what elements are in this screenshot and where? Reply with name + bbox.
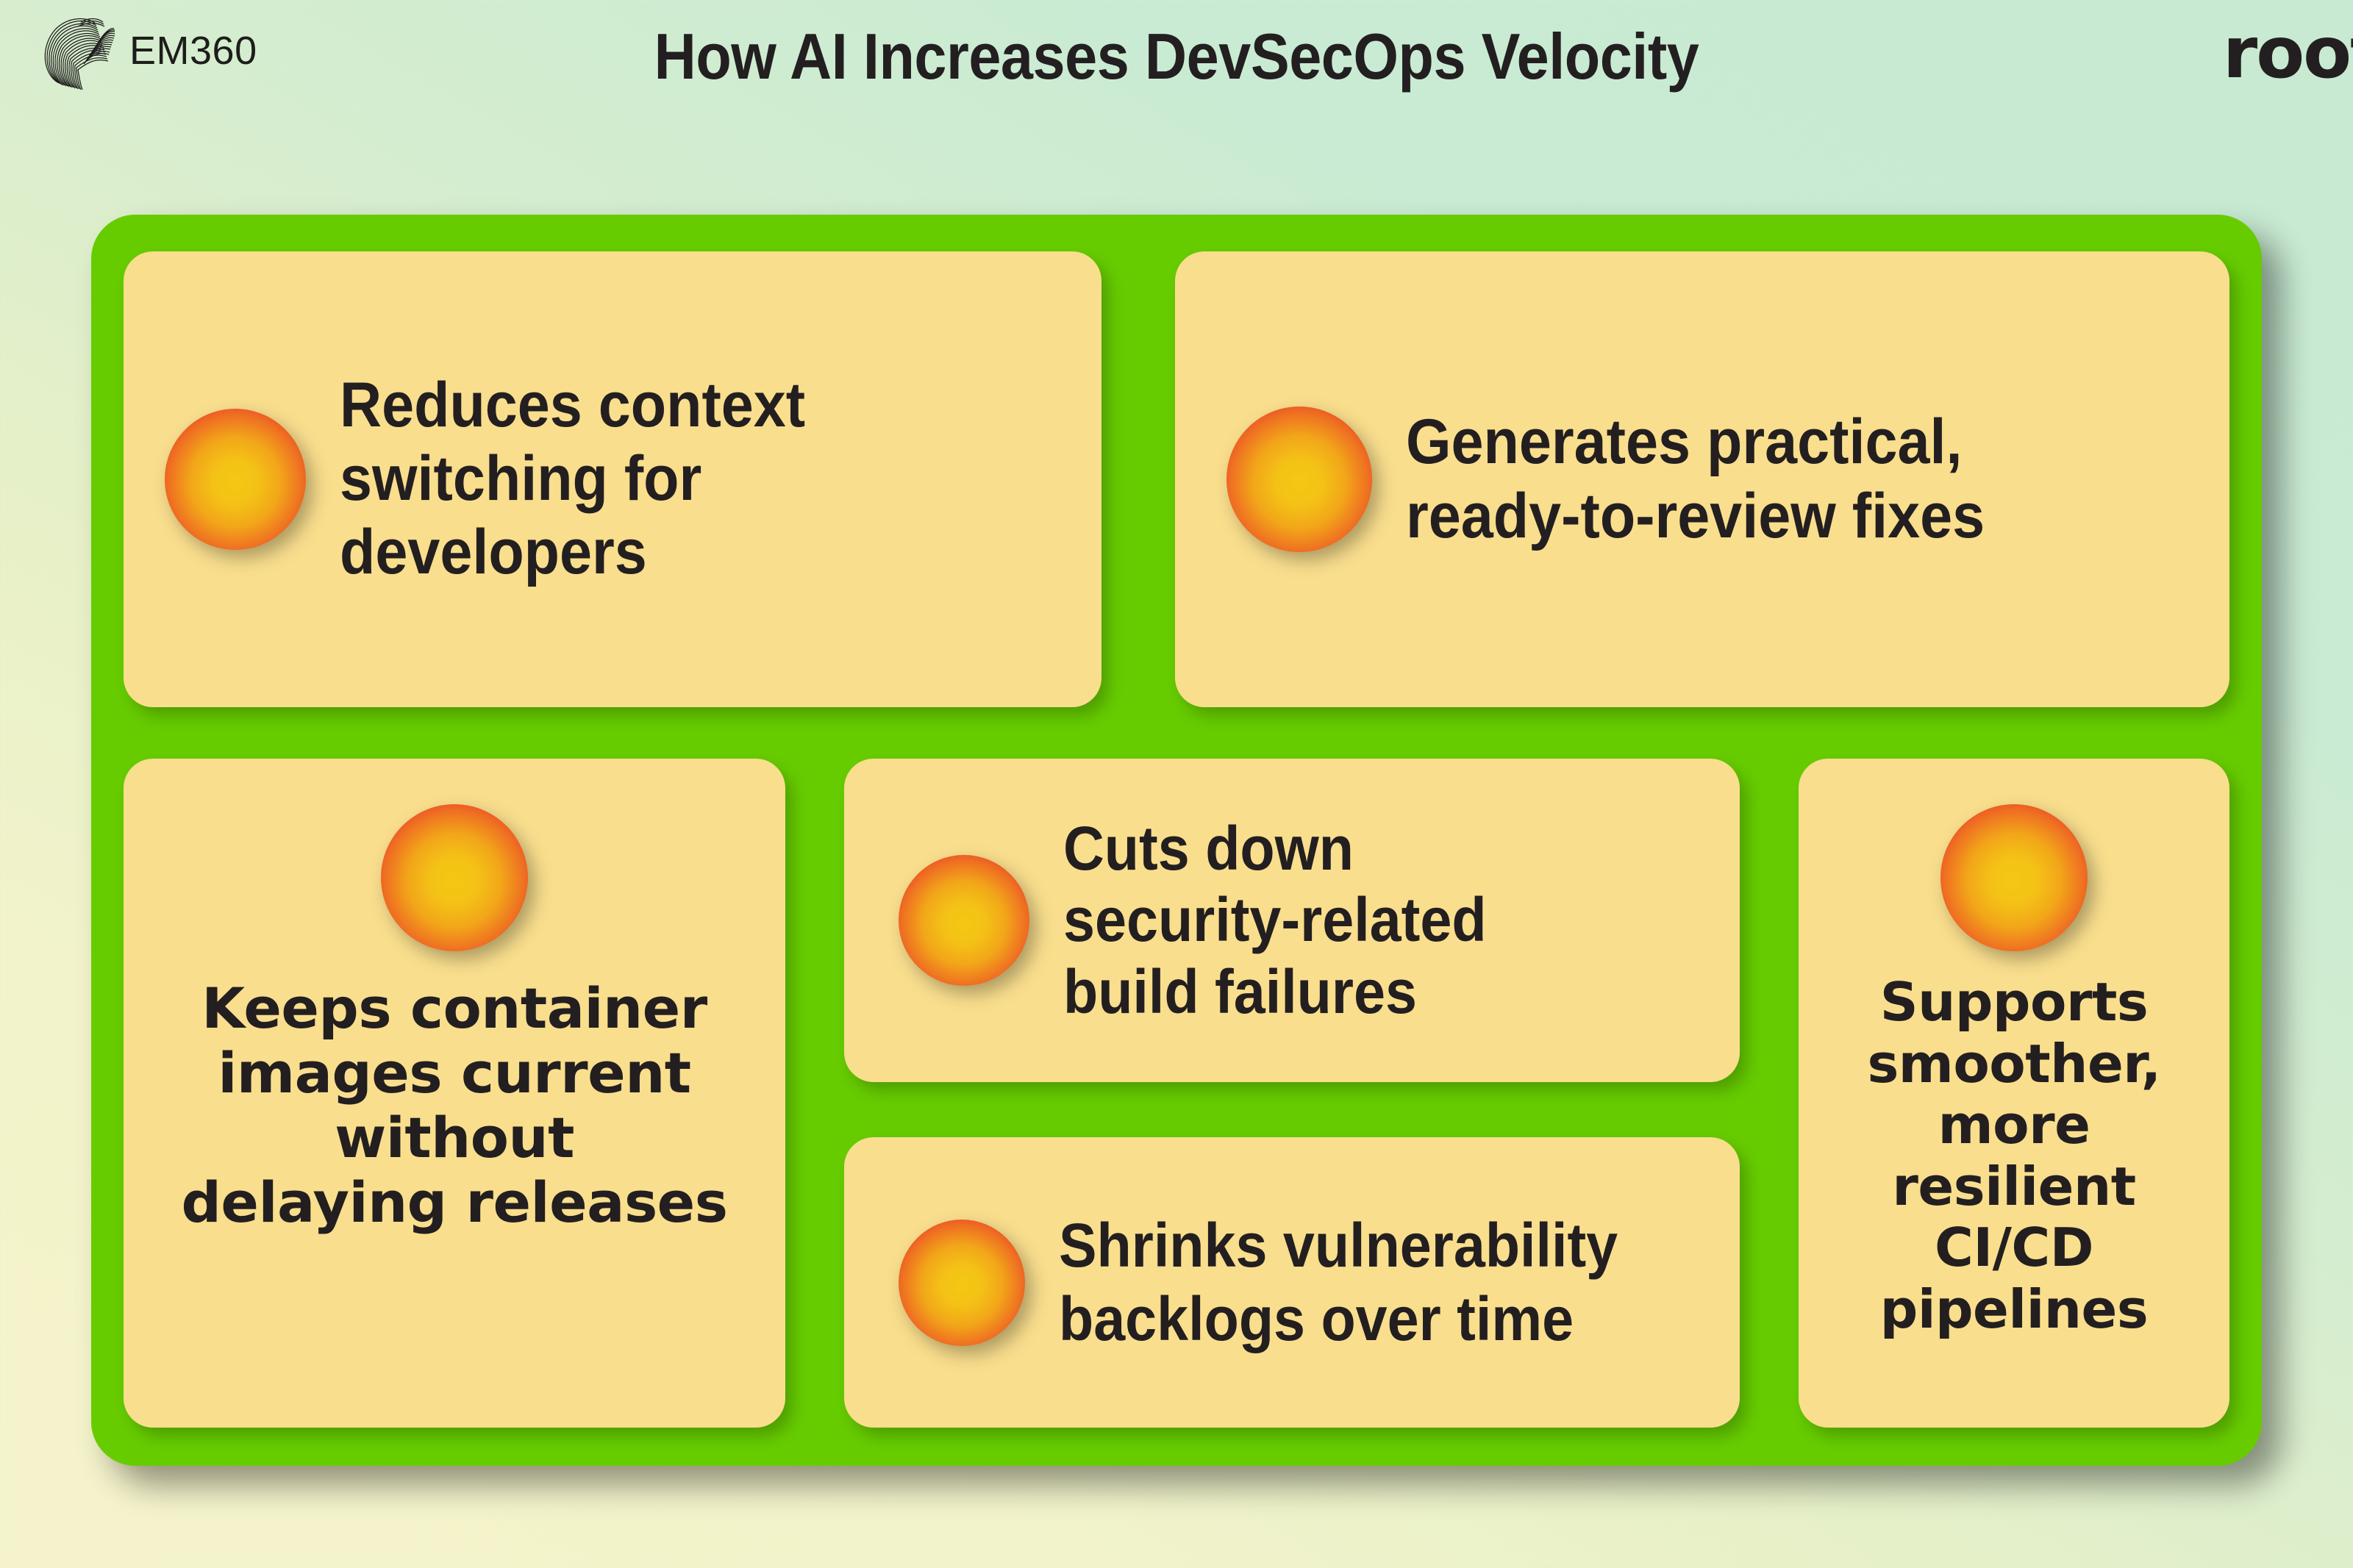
page-title: How AI Increases DevSecOps Velocity bbox=[654, 20, 1699, 93]
benefit-card-text: Supports smoother, more resilient CI/CD … bbox=[1867, 971, 2161, 1340]
benefits-grid: Reduces context switching for developers… bbox=[124, 251, 2229, 1428]
em360-logo-text: EM360 bbox=[129, 29, 257, 73]
benefits-board: Reduces context switching for developers… bbox=[91, 215, 2262, 1466]
root-logo-text: root bbox=[2222, 12, 2353, 94]
benefit-card-cuts-down-build-failures[interactable]: Cuts down security-related build failure… bbox=[844, 759, 1740, 1082]
benefit-card-reduces-context-switching[interactable]: Reduces context switching for developers bbox=[124, 251, 1101, 707]
orange-gradient-circle-icon bbox=[1227, 407, 1372, 552]
page-header: EM360 How AI Increases DevSecOps Velocit… bbox=[0, 0, 2353, 184]
benefit-card-text: Generates practical, ready-to-review fix… bbox=[1406, 406, 1985, 551]
benefit-card-text: Keeps container images current without d… bbox=[181, 975, 728, 1236]
benefit-card-keeps-container-images-current[interactable]: Keeps container images current without d… bbox=[124, 759, 785, 1428]
benefit-card-generates-practical-fixes[interactable]: Generates practical, ready-to-review fix… bbox=[1175, 251, 2229, 707]
benefit-card-shrinks-vulnerability-backlogs[interactable]: Shrinks vulnerability backlogs over time bbox=[844, 1137, 1740, 1428]
orange-gradient-circle-icon bbox=[165, 409, 306, 550]
orange-gradient-circle-icon bbox=[1940, 804, 2088, 951]
orange-gradient-circle-icon bbox=[899, 1219, 1025, 1346]
benefit-card-text: Cuts down security-related build failure… bbox=[1063, 813, 1487, 1026]
orange-gradient-circle-icon bbox=[899, 855, 1029, 986]
em360-logo: EM360 bbox=[35, 10, 257, 91]
benefit-card-supports-resilient-cicd[interactable]: Supports smoother, more resilient CI/CD … bbox=[1799, 759, 2229, 1428]
em360-fingerprint-icon bbox=[44, 18, 115, 90]
orange-gradient-circle-icon bbox=[381, 804, 528, 951]
benefit-card-text: Reduces context switching for developers bbox=[340, 370, 806, 587]
benefit-card-text: Shrinks vulnerability backlogs over time bbox=[1059, 1211, 1618, 1353]
